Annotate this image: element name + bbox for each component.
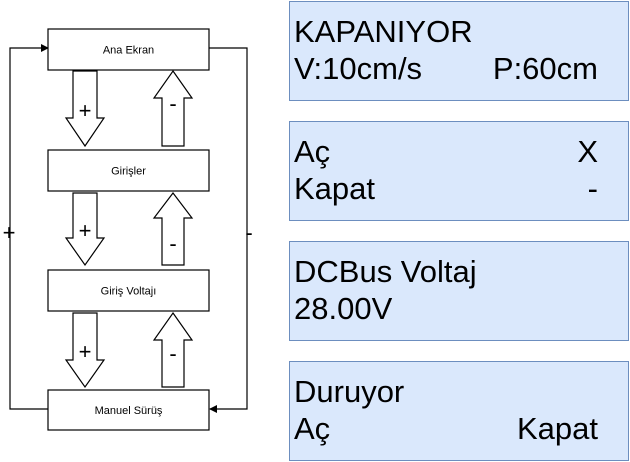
lcd-line2-left: Kapat — [294, 171, 376, 206]
down-sign-3: + — [79, 339, 92, 364]
menu-node-manuel-surus: Manuel Sürüş — [47, 389, 210, 431]
menu-node-ana-ekran: Ana Ekran — [47, 28, 210, 71]
menu-node-label: Ana Ekran — [103, 45, 154, 57]
loop-right-sign: - — [245, 220, 252, 245]
up-sign-2: - — [169, 231, 176, 256]
block-arrow-up-2 — [152, 192, 194, 266]
lcd-line2-left: 28.00V — [294, 291, 393, 326]
down-sign-1: + — [79, 98, 92, 123]
block-arrow-down-1 — [64, 70, 106, 148]
block-arrow-down-3 — [64, 312, 106, 389]
block-arrow-down-2 — [64, 192, 106, 267]
lcd-line1-left: KAPANIYOR — [294, 14, 473, 49]
lcd-line2-left: V:10cm/s — [294, 51, 423, 86]
menu-node-label: Manuel Sürüş — [95, 405, 163, 417]
lcd-line1-left: Duruyor — [294, 374, 405, 409]
menu-node-giris-voltaji: Giriş Voltajı — [47, 269, 210, 312]
menu-node-label: Girişler — [111, 166, 146, 178]
menu-node-girisler: Girişler — [47, 149, 210, 192]
lcd-screen-girisler: Aç X Kapat - — [289, 121, 629, 221]
lcd-line2-right: P:60cm — [492, 51, 598, 86]
up-sign-1: - — [169, 91, 176, 116]
lcd-screen-manuel-surus: Duruyor Aç Kapat — [289, 361, 629, 461]
block-arrow-up-1 — [152, 69, 194, 147]
loop-arrow-left — [9, 44, 49, 410]
lcd-line1-right: X — [577, 134, 598, 169]
lcd-line2-right: - — [587, 171, 598, 206]
lcd-screen-giris-voltaji: DCBus Voltaj 28.00V — [289, 241, 629, 341]
lcd-screen-ana-ekran: KAPANIYOR V:10cm/s P:60cm — [289, 1, 629, 101]
menu-node-label: Giriş Voltajı — [101, 286, 157, 298]
loop-left-sign: + — [3, 220, 16, 245]
down-sign-2: + — [79, 218, 92, 243]
lcd-line2-left: Aç — [294, 411, 331, 446]
block-arrow-up-3 — [152, 311, 194, 388]
lcd-line2-right: Kapat — [516, 411, 598, 446]
loop-arrow-right — [209, 47, 248, 413]
up-sign-3: - — [169, 341, 176, 366]
lcd-line1-left: DCBus Voltaj — [294, 254, 477, 289]
lcd-line1-left: Aç — [294, 134, 331, 169]
